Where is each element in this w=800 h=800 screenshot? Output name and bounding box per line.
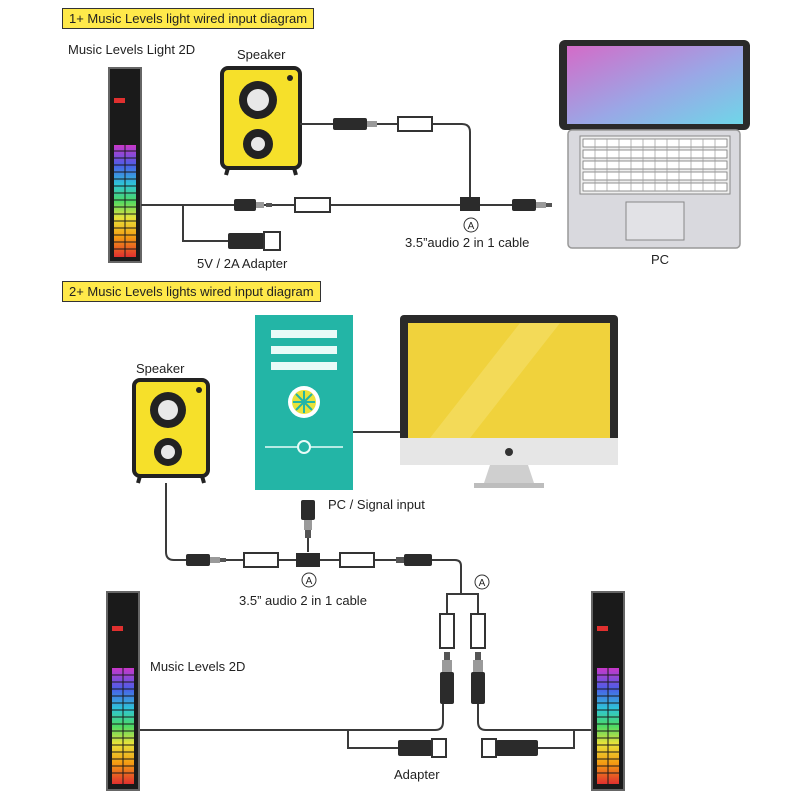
- speaker-2: [132, 378, 210, 484]
- pc-tower: [255, 315, 353, 490]
- music-level-light-2-right: [591, 591, 625, 791]
- cable-label-1: 3.5”audio 2 in 1 cable: [405, 235, 530, 250]
- music-level-light-1: [108, 67, 142, 263]
- section2-plugs: [186, 500, 538, 758]
- speaker-label-1: Speaker: [237, 47, 286, 62]
- signal-input-label: PC / Signal input: [328, 497, 425, 512]
- speaker-label-2: Speaker: [136, 361, 185, 376]
- adapter-label-1: 5V / 2A Adapter: [197, 256, 288, 271]
- section1-cables: [141, 123, 512, 242]
- light-label-2: Music Levels 2D: [150, 659, 246, 674]
- laptop: [559, 40, 750, 249]
- svg-text:A: A: [479, 578, 486, 589]
- section1-banner: 1+ Music Levels light wired input diagra…: [62, 8, 315, 29]
- section2-cables: [140, 483, 592, 749]
- monitor: [353, 315, 618, 488]
- svg-text:A: A: [468, 221, 475, 232]
- section1-plugs: [228, 116, 552, 251]
- adapter-label-2: Adapter: [394, 767, 440, 782]
- light-label-1: Music Levels Light 2D: [68, 42, 196, 57]
- cable-marker-2-left: A: [301, 572, 317, 588]
- section2-banner: 2+ Music Levels lights wired input diagr…: [62, 281, 321, 302]
- svg-text:A: A: [306, 576, 313, 587]
- cable-marker-2-right: A: [474, 574, 490, 590]
- pc-label: PC: [651, 252, 670, 267]
- cable-label-2: 3.5” audio 2 in 1 cable: [239, 593, 367, 608]
- music-level-light-2-left: [106, 591, 140, 791]
- cable-marker-1: A: [463, 217, 479, 233]
- speaker-1: [220, 66, 302, 176]
